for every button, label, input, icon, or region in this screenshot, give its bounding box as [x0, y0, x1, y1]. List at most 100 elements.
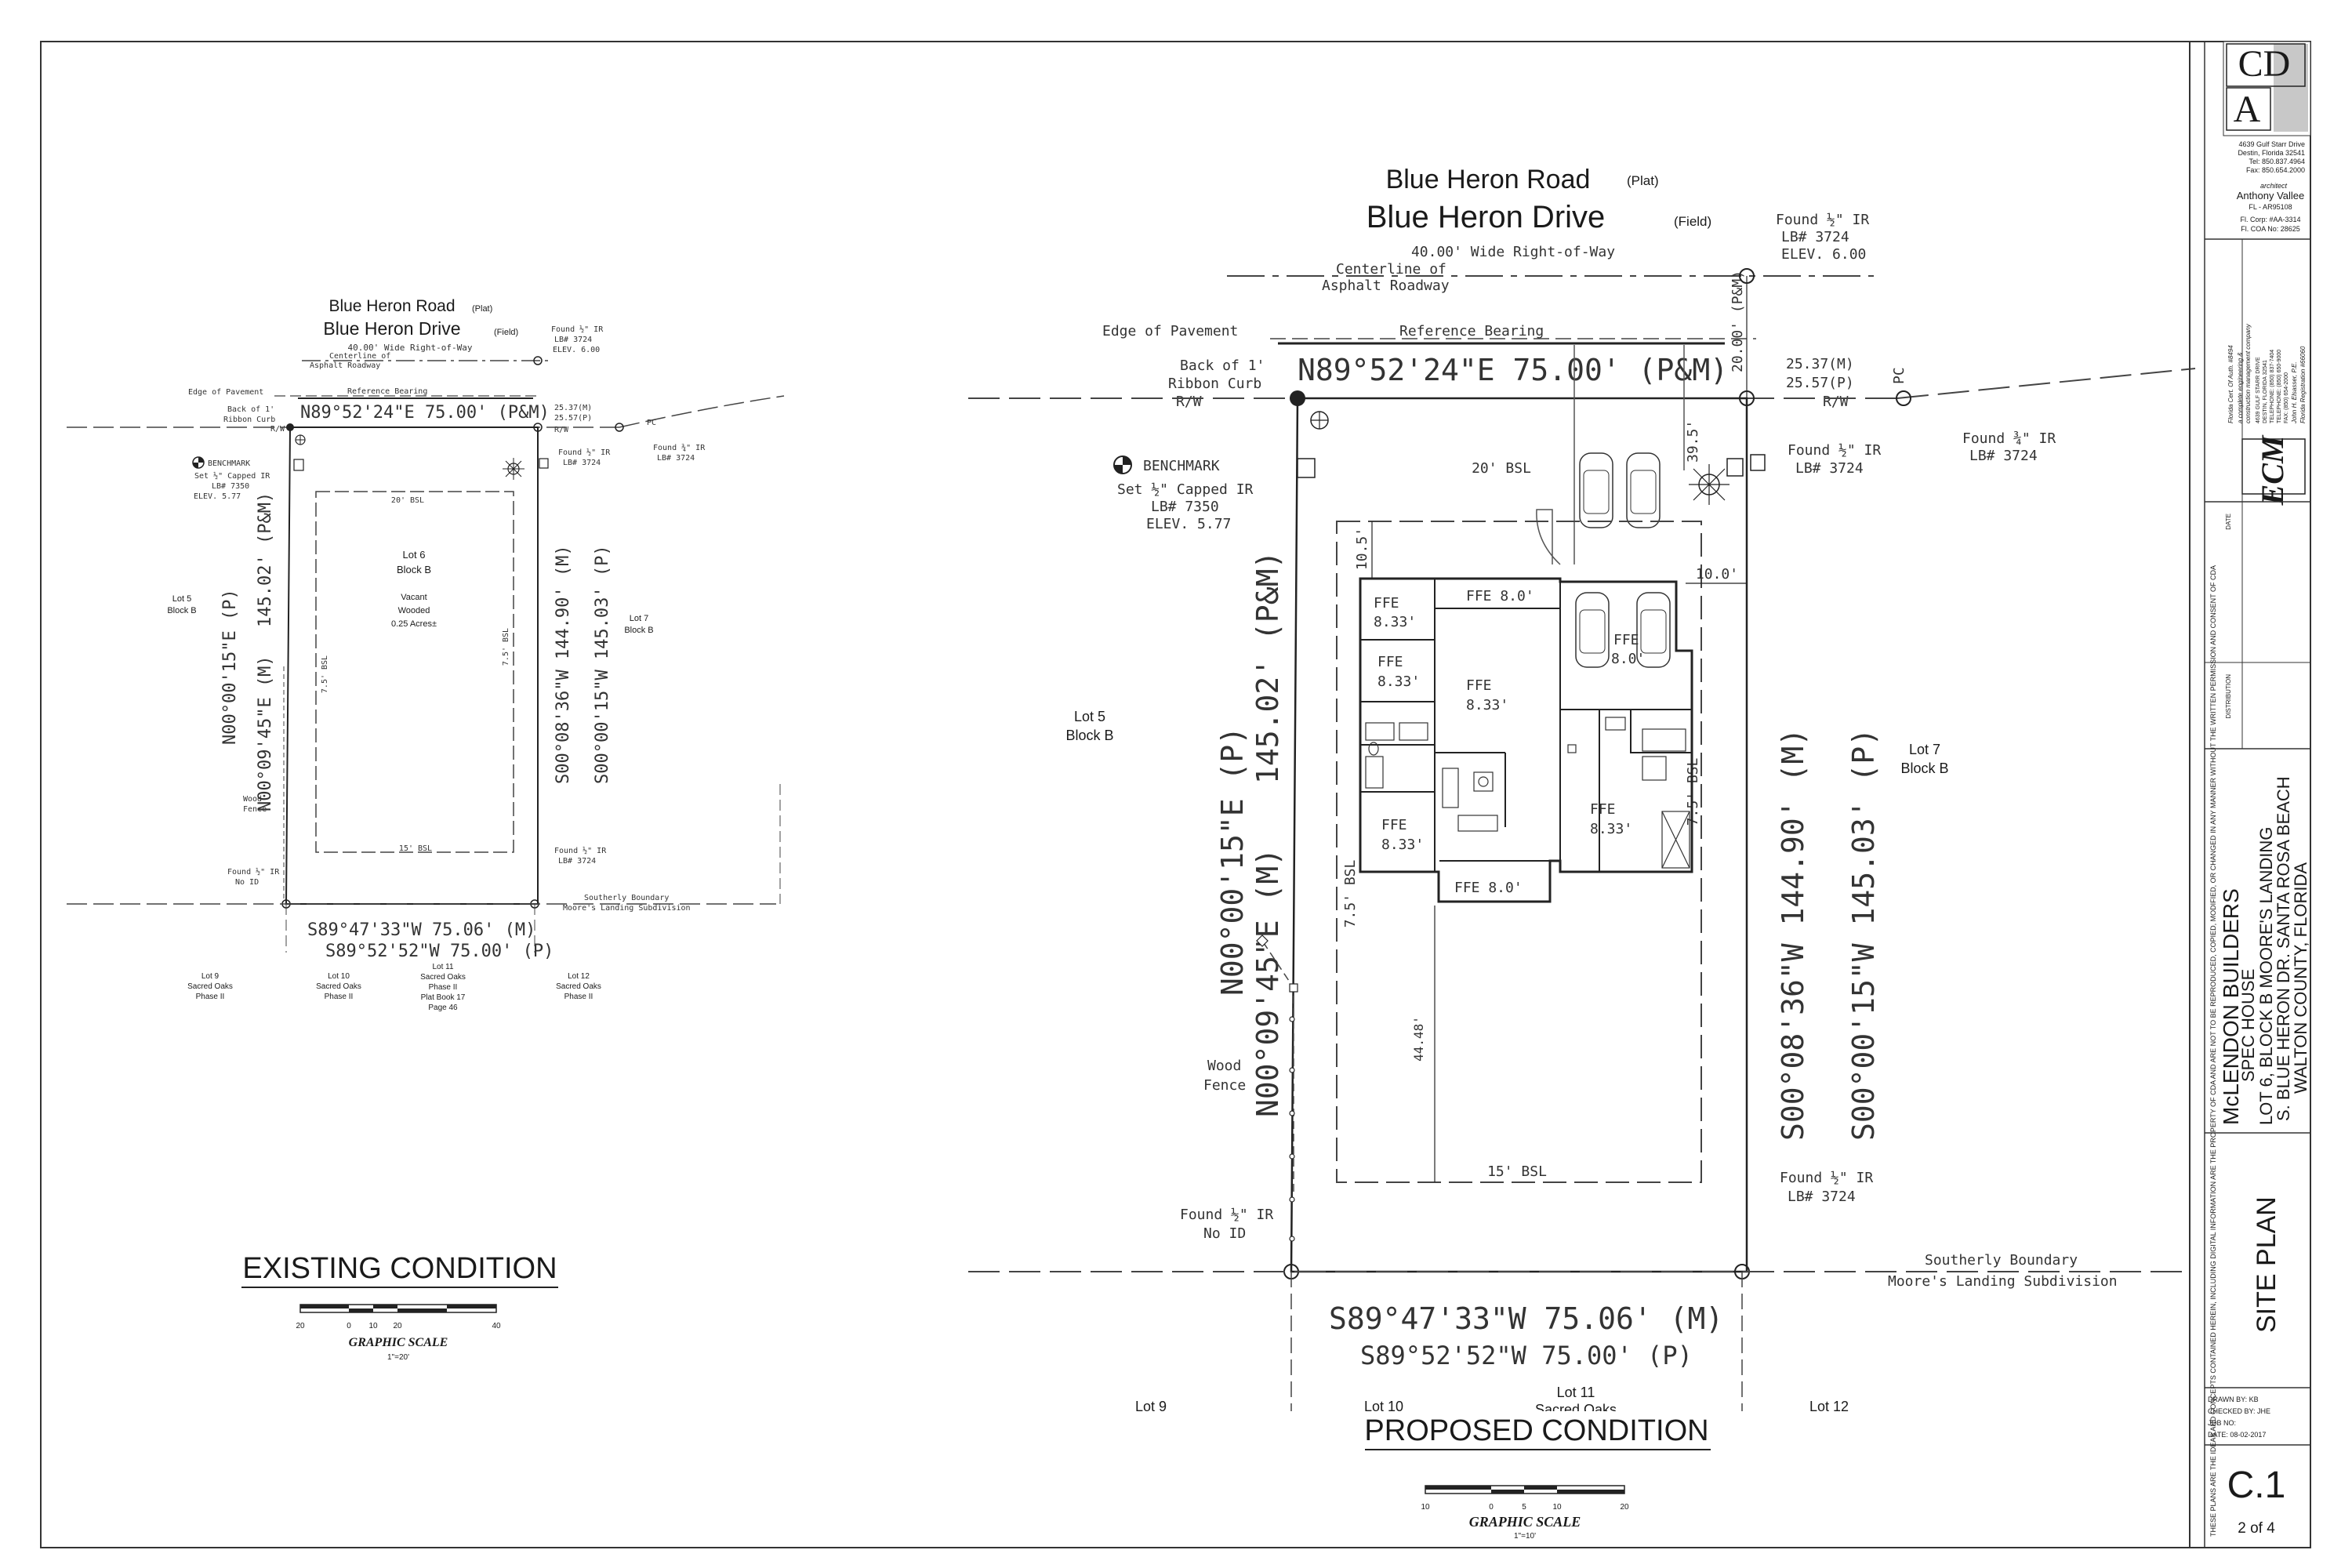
addr-1: 4639 Gulf Starr Drive	[2238, 140, 2305, 148]
existing-utility-box-icon	[539, 458, 549, 469]
existing-centerline-1: Centerline of	[329, 352, 390, 361]
existing-found-sw-1: Found ½" IR	[227, 867, 280, 877]
engineer-logo: ECM	[2255, 434, 2290, 506]
proposed-scale-tick-2: 5	[1522, 1503, 1526, 1512]
proposed-south-m: S89°47'33"W 75.06' (M)	[1329, 1301, 1723, 1336]
existing-benchmark-1: BENCHMARK	[208, 459, 250, 468]
proposed-benchmark-icon	[1113, 456, 1132, 474]
existing-bsl-75a: 7.5' BSL	[321, 655, 329, 693]
existing-scale-tick-2: 10	[368, 1322, 378, 1330]
proposed-fence-1: Wood	[1207, 1058, 1241, 1074]
existing-found-top-2: LB# 3724	[554, 336, 592, 344]
proposed-iron-rod-pc	[1896, 390, 1911, 406]
proposed-room1-value: 8.33'	[1374, 614, 1416, 630]
proposed-scale-tick-1: 0	[1489, 1503, 1494, 1512]
proposed-room1-label: FFE	[1374, 595, 1399, 612]
existing-found-sw-2: No ID	[235, 878, 259, 887]
proposed-road-field-tag: (Field)	[1674, 214, 1711, 229]
existing-lot9-3: Phase II	[196, 993, 225, 1001]
proposed-road-field: Blue Heron Drive	[1367, 200, 1606, 234]
proposed-house-footprint	[1359, 577, 1693, 903]
proposed-dist-m: 25.37(M)	[1786, 356, 1854, 372]
proposed-graphic-scale	[1425, 1485, 1625, 1494]
existing-lot10-1: Lot 10	[328, 972, 350, 981]
proposed-ffe-top: FFE 8.0'	[1466, 588, 1534, 604]
proposed-road-plat: Blue Heron Road	[1386, 165, 1591, 194]
existing-east-p: S00°00'15"W 145.03' (P)	[593, 545, 612, 784]
proposed-back-curb-2: Ribbon Curb	[1168, 376, 1261, 392]
proposed-lot11-1: Lot 11	[1557, 1385, 1595, 1400]
proposed-bsl-75a: 7.5' BSL	[1342, 859, 1359, 927]
existing-found-ne-1: Found ½" IR	[558, 448, 611, 457]
proposed-lot9: Lot 9	[1135, 1399, 1167, 1414]
proposed-benchmark-3: LB# 7350	[1151, 499, 1219, 515]
existing-benchmark-4: ELEV. 5.77	[194, 492, 241, 501]
addr-3: Tel: 850.837.4964	[2249, 158, 2305, 165]
proposed-found-se-1: Found ½" IR	[1780, 1170, 1873, 1186]
existing-scale-title: GRAPHIC SCALE	[349, 1336, 448, 1349]
existing-fence-2: Fence	[243, 805, 267, 814]
proposed-north-bearing: N89°52'24"E 75.00' (P&M)	[1298, 353, 1728, 387]
existing-scale-ratio: 1"=20'	[387, 1353, 409, 1362]
existing-pc: PC	[647, 419, 656, 427]
logo-cd: CD	[2238, 43, 2291, 85]
proposed-room3-value: 8.33'	[1466, 697, 1508, 713]
existing-centerline-2: Asphalt Roadway	[310, 361, 380, 370]
existing-west-dist: 145.02' (P&M)	[256, 492, 275, 627]
existing-benchmark-2: Set ½" Capped IR	[194, 471, 270, 481]
existing-road-plat: Blue Heron Road	[328, 297, 455, 315]
project-5: WALTON COUNTY, FLORIDA	[2291, 862, 2310, 1094]
proposed-electric-box-icon	[1297, 458, 1316, 478]
existing-lot10-3: Phase II	[325, 993, 354, 1001]
project-2: SPEC HOUSE	[2238, 969, 2258, 1082]
existing-lot10-2: Sacred Oaks	[316, 982, 361, 991]
existing-lot9-2: Sacred Oaks	[187, 982, 233, 991]
existing-southerly-2: Moore's Landing Subdivision	[563, 904, 691, 913]
existing-bsl-75b: 7.5' BSL	[502, 628, 510, 666]
existing-bsl-20: 20' BSL	[391, 496, 424, 505]
existing-scale-tick-1: 0	[347, 1322, 351, 1330]
existing-lot11-3: Phase II	[429, 983, 458, 992]
existing-heading: EXISTING CONDITION	[242, 1252, 557, 1285]
existing-back-curb-1: Back of 1'	[227, 405, 274, 414]
existing-benchmark-3: LB# 7350	[212, 482, 249, 491]
existing-road-field-tag: (Field)	[494, 328, 518, 337]
proposed-found-sw-2: No ID	[1203, 1225, 1246, 1242]
proposed-west-dist: 145.02' (P&M)	[1250, 551, 1285, 784]
proposed-hydrant-icon	[1310, 411, 1329, 430]
existing-south-m: S89°47'33"W 75.06' (M)	[307, 920, 535, 940]
logo-shade	[2274, 44, 2308, 132]
addr-2: Destin, Florida 32541	[2238, 149, 2305, 157]
engineer-line-10: Florida Registration #66060	[2299, 346, 2307, 423]
existing-iron-rod-top	[533, 356, 543, 365]
proposed-car-icons	[1575, 452, 1671, 668]
proposed-scale-title: GRAPHIC SCALE	[1469, 1514, 1581, 1530]
proposed-light-pole-icon	[1689, 464, 1730, 505]
architect-lic-3: Fl. COA No: 28625	[2241, 225, 2300, 233]
proposed-fence-2: Fence	[1203, 1077, 1246, 1094]
project-4: S. BLUE HERON DR. SANTA ROSA BEACH	[2274, 776, 2293, 1121]
existing-rw: R/W	[270, 425, 285, 434]
existing-lot11-2: Sacred Oaks	[420, 973, 466, 982]
proposed-found-sw-1: Found ½" IR	[1180, 1207, 1273, 1223]
proposed-ffe-garage-2: 8.0'	[1611, 651, 1645, 667]
existing-east-m: S00°08'36"W 144.90' (M)	[554, 545, 573, 784]
proposed-bsl-20: 20' BSL	[1472, 460, 1531, 477]
proposed-iron-rod-ne	[1739, 390, 1755, 406]
job-no: JOB NO:	[2208, 1419, 2236, 1427]
existing-fence-1: Wood	[243, 795, 262, 804]
existing-benchmark-icon	[192, 456, 205, 469]
checked-by: CHECKED BY: JHE	[2208, 1407, 2270, 1415]
existing-south-p: S89°52'52"W 75.00' (P)	[325, 942, 554, 961]
existing-lot-2: Block B	[397, 564, 431, 575]
existing-lot7-2: Block B	[624, 626, 653, 635]
existing-setback-box	[315, 491, 514, 853]
proposed-heading: PROPOSED CONDITION	[1364, 1414, 1708, 1447]
proposed-row-dim: 20.00' (P&M)	[1730, 270, 1746, 372]
existing-lot-3: Vacant	[401, 593, 426, 602]
existing-lot12-3: Phase II	[564, 993, 593, 1001]
project-1: McLENDON BUILDERS	[2219, 888, 2243, 1125]
existing-scale-tick-4: 40	[492, 1322, 501, 1330]
existing-lot12-1: Lot 12	[568, 972, 590, 981]
proposed-found-ne-1: Found ½" IR	[1788, 442, 1881, 459]
